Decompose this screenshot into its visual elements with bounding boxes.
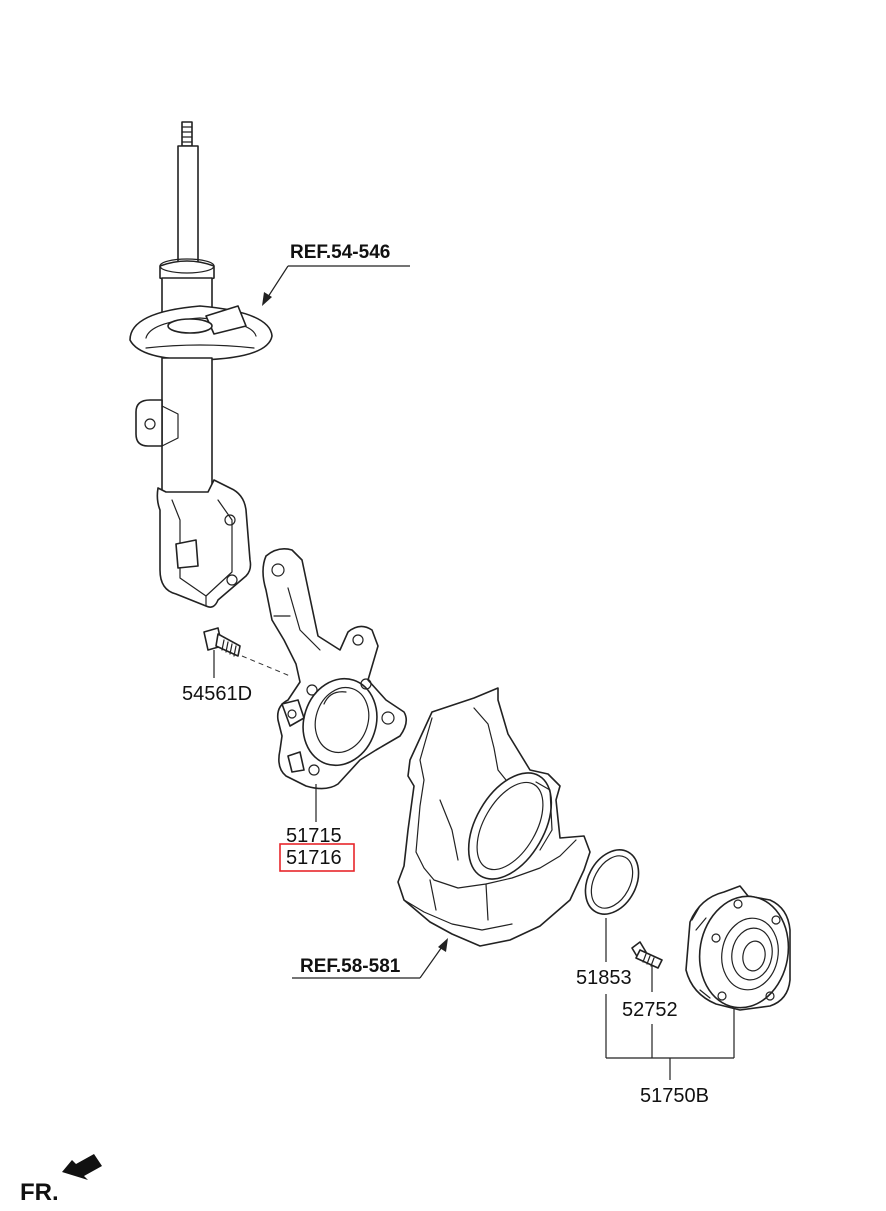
hub-bolt-label: 52752 [622,999,678,1021]
knuckle-lh-label: 51715 [286,825,342,847]
steering-knuckle [262,548,408,790]
ref-shield-callout: REF.58-581 [292,938,448,979]
snap-ring: 51853 [576,849,640,989]
ref-shield-label: REF.58-581 [300,956,401,977]
hub-assy-label: 51750B [640,1085,709,1107]
snap-ring-label: 51853 [576,967,632,989]
knuckle-bolt: 54561D [182,627,291,705]
arrow-icon [62,1154,102,1180]
hub-bolt: 52752 [622,941,678,1021]
bolt-label: 54561D [182,683,252,705]
strut-assembly [129,121,273,608]
knuckle-callout: 51715 51716 [279,784,355,872]
hub-assembly-bracket: 51750B [605,994,735,1107]
front-direction-indicator: FR. [20,1154,102,1206]
ref-strut-callout: REF.54-546 [262,242,410,306]
highlight-box [279,843,355,872]
knuckle-rh-label: 51716 [286,847,342,869]
front-label: FR. [20,1179,59,1206]
dust-shield [397,687,591,947]
hub-assembly [685,885,791,1011]
ref-strut-label: REF.54-546 [290,242,390,263]
